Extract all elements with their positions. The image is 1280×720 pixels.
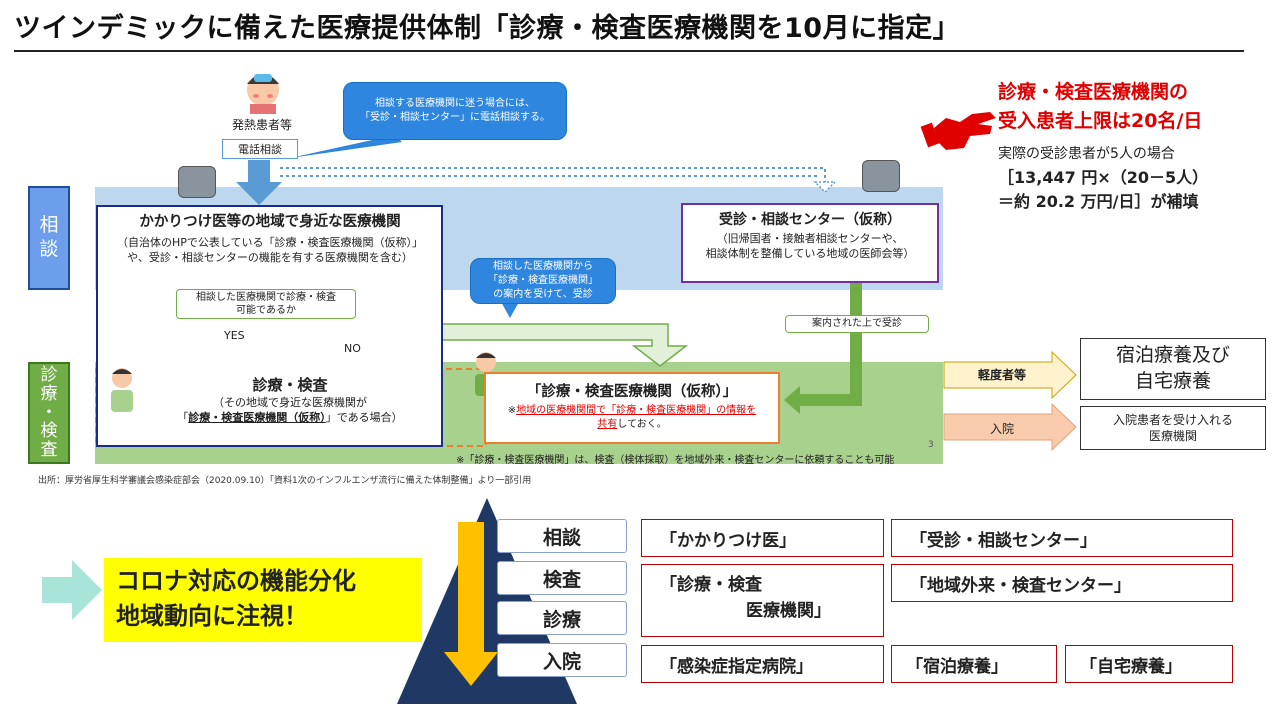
limit-heading-1: 診療・検査医療機関の [998,81,1189,103]
limit-body-3: ＝約 20.2 万円/日］が補填 [998,192,1199,212]
question-pill: 相談した医療機関で診療・検査 可能であるか [176,289,356,319]
conclusion-arrow [42,560,102,620]
hotel-home-1: 宿泊療養及び [1115,344,1230,367]
designated-note-b: しておく。 [617,418,667,430]
family-doctor-desc-1: （自治体のHPで公表している「診療・検査医療機関（仮称）」 [116,236,424,249]
family-doctor-title: かかりつけ医等の地域で身近な医療機関 [139,214,401,230]
conclusion-1: コロナ対応の機能分化 [116,567,356,595]
role-designated-2: 医療機関」 [746,600,831,621]
family-doctor-box [96,205,443,447]
pyramid-arrow-shaft [458,522,484,652]
exam-desc: （その地域で身近な医療機関が 「診療・検査医療機関（仮称）」である場合） [140,396,440,426]
inpatient-box: 入院患者を受け入れる 医療機関 [1080,406,1266,450]
consult-center-title: 受診・相談センター（仮称） [719,212,901,228]
designated-note-u2: 共有 [597,418,618,430]
consult-center-box [681,203,939,283]
designated-title: 「診療・検査医療機関（仮称）」 [526,384,738,400]
mild-label: 軽度者等 [977,368,1026,382]
callout-mid: 相談した医療機関から 「診療・検査医療機関」 の案内を受けて、受診 [470,258,616,304]
callout-top-pointer [290,135,402,158]
page-number: 3 [928,440,934,450]
exam-desc-2: 「診療・検査医療機関（仮称）」である場合） [140,411,440,426]
hosp-arrow [943,402,1077,452]
limit-body-1: 実際の受診患者が5人の場合 [998,146,1175,162]
role-home: 「自宅療養」 [1065,645,1233,683]
designated-box [484,372,780,444]
conclusion-box: コロナ対応の機能分化 地域動向に注視！ [104,558,422,642]
source-note: 出所：厚労省厚生科学審議会感染症部会（2020.09.10）「資料1次のインフル… [38,476,532,486]
patient-arrow-shaft [248,160,270,182]
no-label: NO [344,342,361,355]
designated-note-mark: ※ [507,405,517,416]
exam-desc-1: （その地域で身近な医療機関が [213,396,367,409]
exam-title: 診療・検査 [252,376,328,394]
callout-mid-3: の案内を受けて、受診 [493,289,593,300]
conclusion-2: 地域動向に注視！ [116,601,308,630]
title-underline [14,50,1244,52]
exam-desc-2u: 診療・検査医療機関（仮称） [188,410,326,424]
exam-desc-2a: 「 [177,410,189,424]
stage-inpatient: 入院 [497,643,627,677]
patient-label: 発熱患者等 [231,118,292,132]
pyramid-arrow-head [444,652,498,686]
callout-mid-pointer [500,300,520,318]
pointing-hand-icon [920,112,996,150]
limit-heading-2: 受入患者上限は20名/日 [998,109,1203,132]
guided-pill: 案内された上で受診 [785,315,929,333]
stage-test: 検査 [497,561,627,595]
side-label-exam: 診 療 ・ 検 査 [28,362,70,464]
phone-icon [178,166,216,198]
exam-desc-2b: 」である場合） [325,410,403,424]
yes-label: YES [224,329,245,342]
stage-consult: 相談 [497,519,627,553]
designated-note: ※地域の医療機関間で「診療・検査医療機関」の情報を 共有しておく。 [486,404,778,431]
role-test-center: 「地域外来・検査センター」 [891,564,1233,602]
side-label-exam-text: 診 療 ・ 検 査 [40,365,58,461]
role-designated-1: 「診療・検査 [660,575,762,595]
role-designated: 「診療・検査 医療機関」 [641,564,884,637]
callout-top-line2: 「受診・相談センター」に電話相談する。 [360,112,550,123]
limit-body-2: ［13,447 円×（20－5人） [998,167,1209,187]
inpatient-1: 入院患者を受け入れる [1112,412,1233,427]
callout-mid-1: 相談した医療機関から [493,261,593,272]
bottom-note: ※「診療・検査医療機関」は、検査（検体採取）を地域外来・検査センターに依頼するこ… [456,455,895,466]
page-title: ツインデミックに備えた医療提供体制「診療・検査医療機関を10月に指定」 [14,13,961,44]
family-doctor-desc: （自治体のHPで公表している「診療・検査医療機関（仮称）」 や、受診・相談センタ… [100,236,440,266]
inpatient-2: 医療機関 [1148,429,1197,443]
dotted-consult-arrow [280,167,826,182]
callout-mid-2: 「診療・検査医療機関」 [488,275,598,286]
side-label-consult-text: 相 談 [39,214,59,260]
question-pill-1: 相談した医療機関で診療・検査 [196,291,336,303]
consult-center-desc-1: （旧帰国者・接触者相談センターや、 [716,232,904,245]
callout-top-line1: 相談する医療機関に迷う場合には、 [375,98,535,109]
designated-note-u1: 地域の医療機関間で「診療・検査医療機関」の情報を [516,405,757,416]
question-pill-2: 可能であるか [236,305,296,316]
designated-note-2: 共有しておく。 [486,418,778,432]
limit-heading: 診療・検査医療機関の 受入患者上限は20名/日 [998,78,1202,135]
stage-treatment: 診療 [497,601,627,635]
hosp-label: 入院 [989,422,1014,436]
role-family-doctor: 「かかりつけ医」 [641,519,884,557]
patient-arrow-head [236,182,282,205]
hotel-home-box: 宿泊療養及び 自宅療養 [1080,338,1266,400]
hotel-home-2: 自宅療養 [1134,370,1211,392]
role-consult-center: 「受診・相談センター」 [891,519,1233,557]
role-hotel: 「宿泊療養」 [891,645,1057,683]
dotted-consult-arrow-head [813,181,837,194]
family-doctor-desc-2: や、受診・相談センターの機能を有する医療機関を含む） [127,250,413,264]
phone-icon-center [862,160,900,192]
center-to-desig-arrow [784,282,862,414]
doctor-icon [108,366,136,412]
role-designated-hospital: 「感染症指定病院」 [641,645,884,683]
limit-body: 実際の受診患者が5人の場合 ［13,447 円×（20－5人） ＝約 20.2 … [998,144,1208,215]
callout-top: 相談する医療機関に迷う場合には、 「受診・相談センター」に電話相談する。 [343,82,567,140]
fever-patient-icon [240,64,286,114]
designated-note-1: ※地域の医療機関間で「診療・検査医療機関」の情報を [486,404,778,418]
consult-center-desc-2: 相談体制を整備している地域の医師会等） [705,246,915,260]
phone-consult-pill: 電話相談 [222,139,298,159]
mild-arrow [943,350,1077,400]
consult-center-desc: （旧帰国者・接触者相談センターや、 相談体制を整備している地域の医師会等） [684,232,936,262]
side-label-consult: 相 談 [28,186,70,290]
